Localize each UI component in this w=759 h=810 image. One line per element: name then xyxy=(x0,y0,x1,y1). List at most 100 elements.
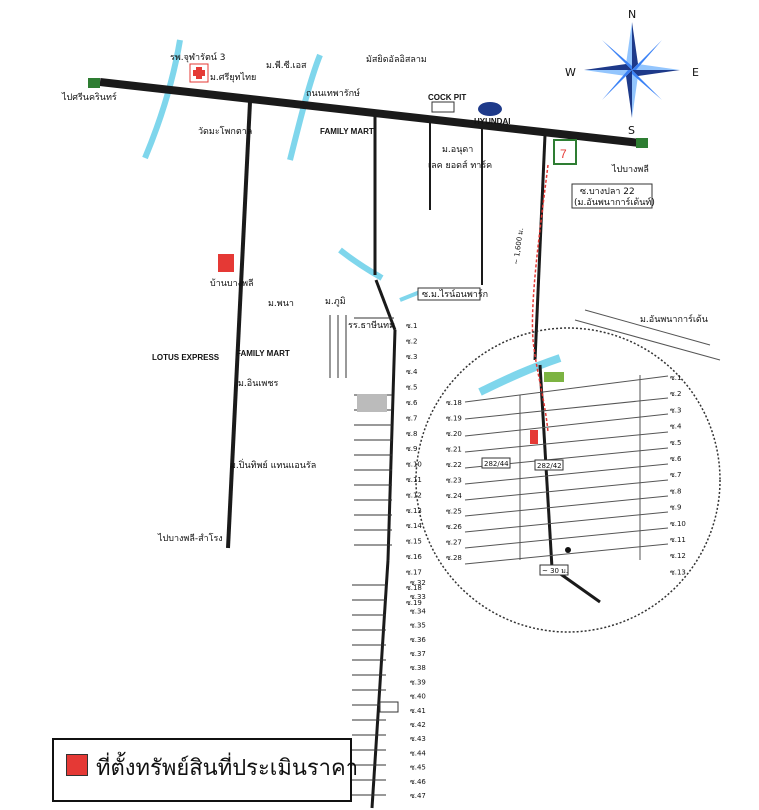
green-sign-circle xyxy=(544,372,564,382)
label-to-bangphli-samrong: ไปบางพลี-สำโรง xyxy=(157,533,223,544)
label-village-c: ม.อินเพชร xyxy=(238,378,278,389)
soi-label: ซ.41 xyxy=(410,707,426,715)
legend-box: ที่ตั้งทรัพย์สินที่ประเมินราคา xyxy=(52,738,358,802)
soi-mid-labels: ซ.1ซ.2ซ.3ซ.4ซ.5ซ.6ซ.7ซ.8ซ.9ซ.10ซ.11ซ.12ซ… xyxy=(406,322,422,607)
label-village-mid: ม.อนุดา xyxy=(442,145,473,155)
soi-label: ซ.14 xyxy=(406,522,422,530)
compass-s: S xyxy=(628,124,635,137)
label-lake-resort: เลค ยอดส์ ทาร์ค xyxy=(428,159,492,171)
soi-label: ซ.18 xyxy=(406,584,422,592)
soi-label: ซ.17 xyxy=(406,568,422,576)
soi-label: ซ.24 xyxy=(446,492,462,500)
soi-label: ซ.6 xyxy=(670,455,682,463)
white-block xyxy=(379,701,399,713)
dotted-block xyxy=(357,394,387,412)
road-soi-bangpla xyxy=(533,134,547,361)
soi-label: ซ.4 xyxy=(406,368,418,376)
soi-label: ซ.20 xyxy=(446,430,462,438)
green-sign-left xyxy=(88,78,100,88)
soi-label: ซ.12 xyxy=(406,491,422,499)
label-mosque: มัสยิดอัลอิสลาม xyxy=(366,54,427,65)
compass-n: N xyxy=(628,8,636,21)
label-house-bangphli: บ้านบางพลี xyxy=(210,278,254,289)
label-soi-bangpla-2: (ม.อันพนาการ์เด้นท์) xyxy=(574,196,655,208)
compass-rose-icon xyxy=(584,22,680,118)
soi-label: ซ.13 xyxy=(670,568,686,576)
svg-text:7: 7 xyxy=(560,147,567,161)
road-low xyxy=(370,559,390,809)
soi-label: ซ.5 xyxy=(670,439,681,447)
soi-label: ซ.1 xyxy=(406,322,417,330)
soi-label: ซ.10 xyxy=(670,520,686,528)
soi-label: ซ.4 xyxy=(670,423,682,431)
soi-label: ซ.35 xyxy=(410,622,426,630)
label-soi-rainbow: ซ.ม.ไรน์อนพาร์ก xyxy=(422,288,488,300)
legend-label: ที่ตั้งทรัพย์สินที่ประเมินราคา xyxy=(96,756,359,781)
soi-label: ซ.28 xyxy=(446,554,462,562)
label-village-ps: ม.พี.ซี.เอส xyxy=(266,60,307,71)
soi-label: ซ.3 xyxy=(670,406,681,414)
soi-label: ซ.22 xyxy=(446,461,462,469)
soi-label: ซ.7 xyxy=(670,471,681,479)
seven-eleven-icon xyxy=(553,139,577,165)
end-dot xyxy=(565,547,571,553)
soi-label: ซ.11 xyxy=(406,476,422,484)
soi-label: ซ.16 xyxy=(406,553,422,561)
soi-label: ซ.21 xyxy=(446,446,462,454)
soi-label: ซ.8 xyxy=(670,487,681,495)
soi-label: ซ.23 xyxy=(446,477,462,485)
label-hospital: รพ.จุฬารัตน์ 3 xyxy=(170,51,226,63)
label-to-srinakarin: ไปศรีนครินทร์ xyxy=(61,91,117,103)
label-temple: วัดมะโพกตาล xyxy=(198,126,252,137)
soi-label: ซ.15 xyxy=(406,538,422,546)
soi-label: ซ.27 xyxy=(446,539,462,547)
soi-low-labels: ซ.32ซ.33ซ.34ซ.35ซ.36ซ.37ซ.38ซ.39ซ.40ซ.41… xyxy=(410,579,426,800)
label-lotus: LOTUS EXPRESS xyxy=(152,353,220,362)
soi-label: ซ.8 xyxy=(406,430,417,438)
label-hyundai: HYUNDAI xyxy=(474,117,510,126)
label-village-a: ม.พนา xyxy=(268,299,294,309)
canal-circle xyxy=(478,354,562,396)
label-family-mart-mid: FAMILY MART xyxy=(236,349,290,358)
soi-label: ซ.9 xyxy=(406,445,417,453)
soi-label: ซ.38 xyxy=(410,664,426,672)
compass-w: W xyxy=(565,66,576,79)
label-village-right: ม.อันพนาการ์เด้น xyxy=(640,313,708,325)
label-distance-1: ~ 1,600 ม. xyxy=(512,227,525,265)
soi-label: ซ.44 xyxy=(410,749,426,757)
label-plot-a: 282/44 xyxy=(484,460,509,468)
legend-swatch xyxy=(66,754,88,776)
canal-soi xyxy=(338,247,384,281)
hyundai-icon xyxy=(478,102,502,116)
soi-label: ซ.45 xyxy=(410,764,426,772)
soi-label: ซ.19 xyxy=(446,415,462,423)
soi-label: ซ.42 xyxy=(410,721,426,729)
soi-label: ซ.6 xyxy=(406,399,418,407)
route-dotted xyxy=(531,164,549,433)
soi-label: ซ.40 xyxy=(410,693,426,701)
soi-right-labels: ซ.1ซ.2ซ.3ซ.4ซ.5ซ.6ซ.7ซ.8ซ.9ซ.10ซ.11ซ.12ซ… xyxy=(670,374,686,576)
soi-label: ซ.36 xyxy=(410,636,426,644)
soi-label: ซ.1 xyxy=(670,374,681,382)
label-village-b: ม.ภูมิ xyxy=(325,296,346,307)
label-village-d: ม.ปิ่นทิพย์ แทนแอนรัล xyxy=(230,458,316,471)
soi-left-labels: ซ.18ซ.19ซ.20ซ.21ซ.22ซ.23ซ.24ซ.25ซ.26ซ.27… xyxy=(446,399,462,562)
label-cockpit: COCK PIT xyxy=(428,93,466,102)
house-bangphli-icon xyxy=(218,254,234,272)
soi-ladder-mid xyxy=(329,315,394,546)
soi-label: ซ.39 xyxy=(410,678,426,686)
label-road-thepharak: ถนนเทพารักษ์ xyxy=(306,87,360,99)
soi-label: ซ.12 xyxy=(670,552,686,560)
soi-label: ซ.25 xyxy=(446,508,462,516)
cockpit-icon xyxy=(431,101,455,113)
soi-label: ซ.2 xyxy=(670,390,681,398)
zoom-circle xyxy=(415,327,721,633)
main-road-thepharak xyxy=(99,78,641,147)
soi-label: ซ.18 xyxy=(446,399,462,407)
soi-label: ซ.7 xyxy=(406,414,417,422)
soi-label: ซ.2 xyxy=(406,337,417,345)
label-to-bangphli: ไปบางพลี xyxy=(611,164,649,175)
label-school: ม.ศรียุทไทย xyxy=(210,72,256,83)
soi-label: ซ.19 xyxy=(406,599,422,607)
